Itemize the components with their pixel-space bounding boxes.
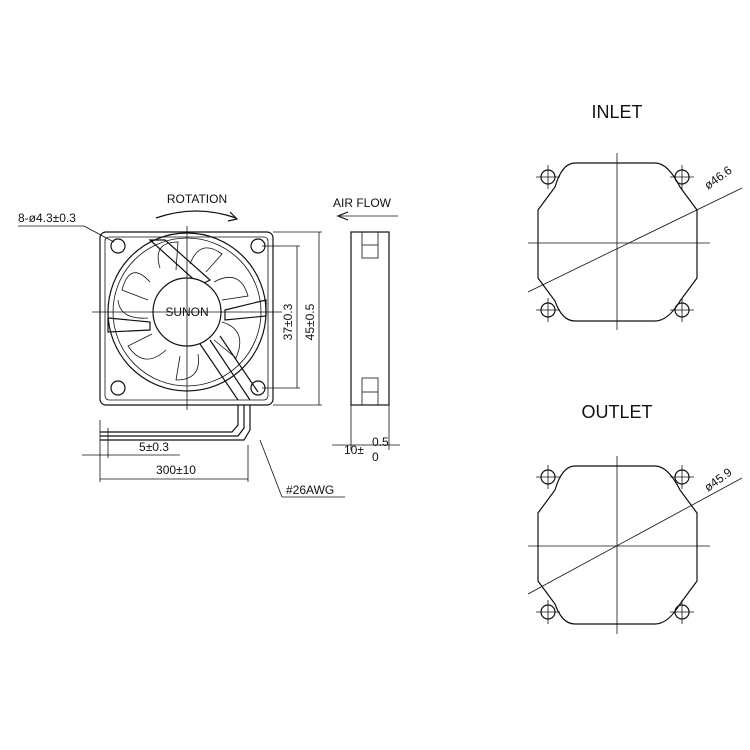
fan-strut-left — [107, 317, 151, 333]
thickness-base: 10± — [344, 443, 364, 457]
mount-hole-bl — [110, 380, 126, 396]
fan-frame — [99, 231, 274, 406]
lead-wires — [100, 405, 251, 441]
outlet-diameter: ø45.9 — [702, 465, 735, 495]
fan-frame-inner — [104, 236, 269, 401]
rotation-arrowhead — [227, 211, 239, 222]
outlet-diameter-line — [527, 477, 743, 595]
wire-gauge-leader — [259, 439, 283, 498]
hole-callout-arrow — [83, 225, 115, 243]
fan-strut-top — [148, 239, 212, 286]
side-boss-bottom — [361, 377, 379, 406]
wire-gauge: #26AWG — [286, 483, 334, 497]
inlet-diameter: ø46.6 — [702, 163, 735, 193]
outlet-outline — [537, 465, 698, 625]
inlet-outline — [537, 162, 698, 322]
dim-strip: 5±0.3 — [139, 440, 169, 454]
dim-hole-pitch: 37±0.3 — [281, 303, 295, 340]
airflow-arrowhead — [336, 211, 349, 221]
fan-blades — [117, 241, 249, 381]
inlet-diameter-line — [527, 187, 743, 293]
airflow-label: AIR FLOW — [333, 196, 392, 210]
wire-channel — [199, 335, 259, 401]
hole-callout: 8-ø4.3±0.3 — [18, 211, 76, 225]
front-view: SUNON ROTATION 8-ø4.3±0.3 37±0.3 45±0.5 … — [18, 192, 345, 498]
outlet-view: OUTLET ø45.9 — [527, 402, 743, 634]
inlet-title: INLET — [591, 102, 642, 122]
fan-strut-right — [224, 299, 267, 321]
thickness-upper: 0.5 — [372, 435, 389, 449]
inlet-view: INLET ø46.6 — [527, 102, 743, 330]
side-view: AIR FLOW 10± 0.5 0 — [332, 196, 400, 464]
dim-frame-size: 45±0.5 — [303, 303, 317, 340]
rotation-arrow — [155, 210, 237, 219]
outlet-title: OUTLET — [581, 402, 652, 422]
dim-lead-length: 300±10 — [156, 463, 196, 477]
thickness-lower: 0 — [372, 450, 379, 464]
rotation-label: ROTATION — [167, 192, 227, 206]
mount-hole-tl — [110, 238, 126, 254]
